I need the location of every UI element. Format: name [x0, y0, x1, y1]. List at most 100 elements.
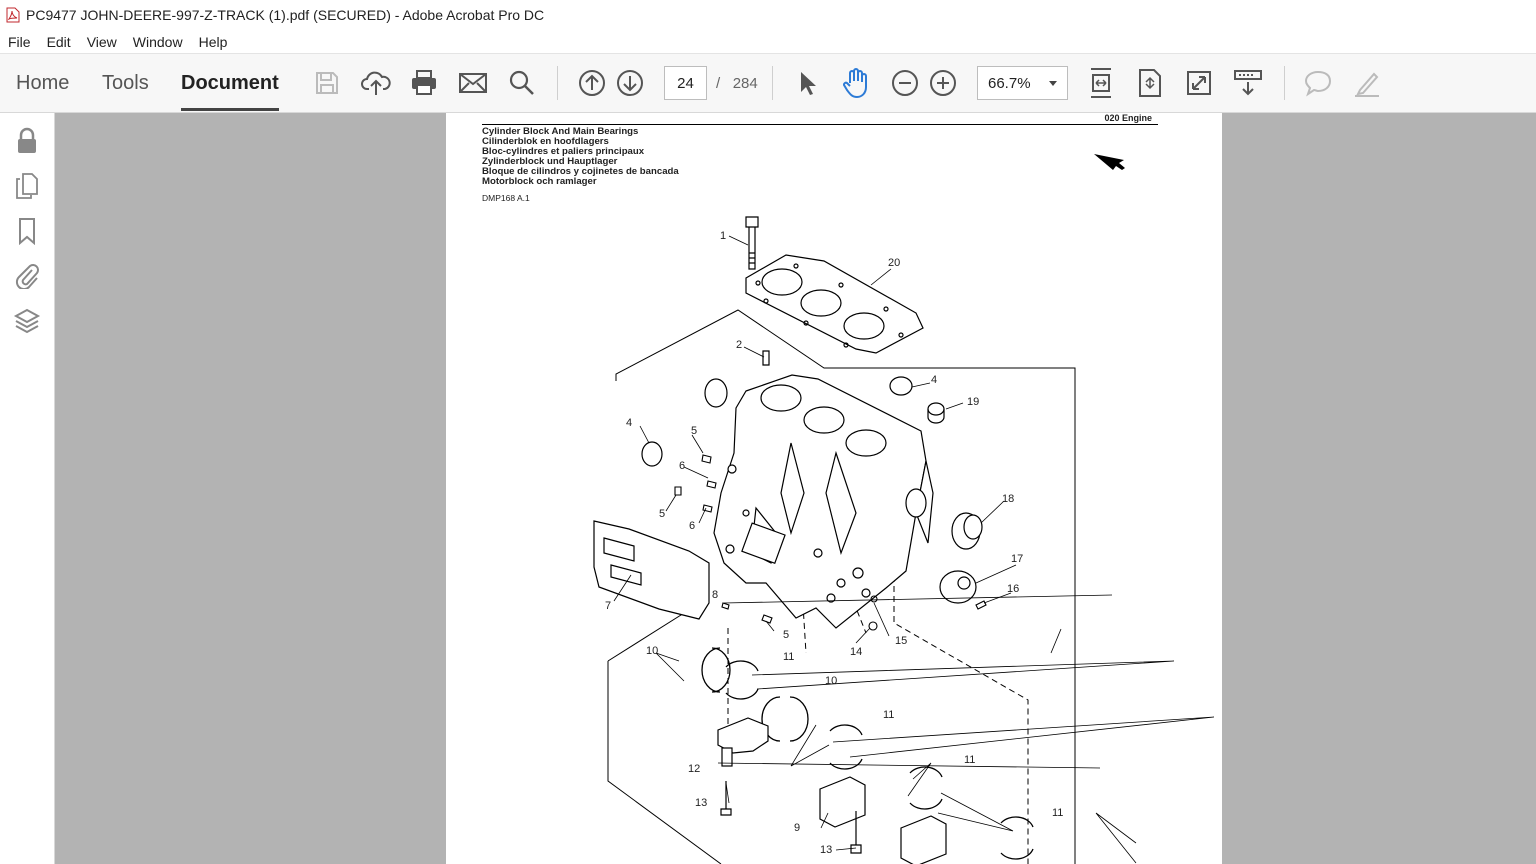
navigation-pane — [0, 113, 55, 864]
callout-8: 8 — [712, 589, 719, 601]
bookmark-icon — [19, 218, 35, 245]
save-icon — [316, 72, 338, 94]
fit-page-icon — [1091, 68, 1111, 98]
callout-10-right: 10 — [825, 675, 838, 687]
full-screen-button[interactable] — [1183, 66, 1215, 100]
callout-7: 7 — [605, 600, 612, 612]
tab-home[interactable]: Home — [16, 71, 70, 94]
callout-19: 19 — [967, 396, 980, 408]
page-titles: Cylinder Block And Main Bearings Cilinde… — [482, 127, 679, 187]
callout-5-mid: 5 — [659, 508, 666, 520]
menu-view[interactable]: View — [86, 33, 117, 50]
exploded-parts-diagram — [593, 154, 1215, 864]
callout-5-bottom: 5 — [783, 629, 790, 641]
zoom-out-icon — [892, 70, 918, 96]
callout-5-top: 5 — [691, 425, 698, 437]
callout-11-mid: 11 — [883, 709, 895, 721]
pages-icon — [16, 173, 38, 199]
zoom-select[interactable]: 66.7% — [977, 66, 1068, 100]
callout-17: 17 — [1011, 553, 1024, 565]
hand-tool-icon — [843, 68, 867, 99]
next-page-icon — [617, 70, 643, 96]
hand-tool-button[interactable] — [840, 66, 872, 100]
mail-button[interactable] — [457, 66, 489, 100]
full-screen-icon — [1187, 71, 1211, 95]
callout-16: 16 — [1007, 583, 1020, 595]
highlight-button[interactable] — [1351, 66, 1383, 100]
tab-document[interactable]: Document — [181, 54, 279, 113]
prev-page-button[interactable] — [576, 66, 608, 100]
page-thumbnails-button[interactable] — [13, 172, 41, 200]
attachment-icon — [15, 264, 39, 289]
layers-button[interactable] — [13, 307, 41, 335]
read-mode-button[interactable] — [1232, 66, 1264, 100]
print-button[interactable] — [408, 66, 440, 100]
security-panel-button[interactable] — [13, 127, 41, 155]
callout-10-left: 10 — [646, 645, 659, 657]
save-button[interactable] — [311, 66, 343, 100]
title-sv: Motorblock och ramlager — [482, 176, 597, 187]
callout-13-right: 13 — [820, 844, 833, 856]
title-nl: Cilinderblok en hoofdlagers — [482, 136, 609, 147]
zoom-in-button[interactable] — [927, 66, 959, 100]
fit-page-button[interactable] — [1085, 66, 1117, 100]
callout-11-top: 11 — [783, 651, 795, 663]
callout-4-right: 4 — [931, 374, 938, 386]
callout-14: 14 — [850, 646, 863, 658]
callout-4-left: 4 — [626, 417, 633, 429]
menu-file[interactable]: File — [8, 33, 31, 50]
zoom-out-button[interactable] — [889, 66, 921, 100]
scrolling-mode-button[interactable] — [1134, 66, 1166, 100]
lock-icon — [18, 127, 36, 153]
title-de: Zylinderblock und Hauptlager — [482, 156, 618, 167]
scrolling-mode-icon — [1139, 69, 1161, 97]
page-number-input[interactable] — [664, 66, 707, 100]
menu-window[interactable]: Window — [132, 33, 183, 50]
window-title: PC9477 JOHN-DEERE-997-Z-TRACK (1).pdf (S… — [26, 7, 545, 23]
callout-15: 15 — [895, 635, 908, 647]
callout-11-right: 11 — [964, 754, 976, 766]
page-total-count: 284 — [732, 75, 758, 92]
search-icon — [509, 70, 534, 95]
pdf-page: 020 Engine Cylinder Block And Main Beari… — [446, 113, 1222, 864]
title-fr: Bloc-cylindres et paliers principaux — [482, 146, 645, 157]
callout-6-mid: 6 — [689, 520, 696, 532]
title-es: Bloque de cilindros y cojinetes de banca… — [482, 166, 679, 177]
callout-18: 18 — [1002, 493, 1015, 505]
page-separator: / — [716, 75, 721, 92]
document-viewer[interactable]: 020 Engine Cylinder Block And Main Beari… — [55, 113, 1536, 864]
callout-11-far-right: 11 — [1052, 807, 1064, 819]
title-bar: PC9477 JOHN-DEERE-997-Z-TRACK (1).pdf (S… — [0, 0, 1536, 30]
read-mode-icon — [1234, 70, 1262, 96]
cloud-upload-icon — [361, 71, 391, 95]
attachments-button[interactable] — [13, 261, 41, 289]
toolbar-separator — [772, 66, 773, 100]
mail-icon — [459, 73, 487, 93]
header-rule — [482, 124, 1158, 125]
callout-12: 12 — [688, 763, 701, 775]
zoom-value: 66.7% — [988, 74, 1031, 92]
comment-icon — [1304, 70, 1332, 97]
prev-page-icon — [579, 70, 605, 96]
callout-20: 20 — [888, 257, 901, 269]
toolbar-separator — [557, 66, 558, 100]
menu-edit[interactable]: Edit — [46, 33, 71, 50]
select-tool-button[interactable] — [791, 66, 823, 100]
menu-help[interactable]: Help — [198, 33, 228, 50]
cloud-upload-button[interactable] — [360, 66, 392, 100]
callout-13-left: 13 — [695, 797, 708, 809]
highlight-pen-icon — [1355, 72, 1379, 97]
toolbar-separator — [1284, 66, 1285, 100]
callout-6-top: 6 — [679, 460, 686, 472]
next-page-button[interactable] — [614, 66, 646, 100]
menu-bar: File Edit View Window Help — [0, 30, 1536, 54]
search-button[interactable] — [506, 66, 538, 100]
select-arrow-icon — [801, 72, 816, 95]
tab-tools[interactable]: Tools — [102, 71, 149, 94]
pdf-file-icon — [6, 7, 20, 23]
zoom-in-icon — [930, 70, 956, 96]
page-total: / 284 — [716, 75, 758, 92]
bookmarks-button[interactable] — [13, 217, 41, 245]
comment-button[interactable] — [1302, 66, 1334, 100]
section-label: 020 Engine — [1104, 113, 1152, 123]
